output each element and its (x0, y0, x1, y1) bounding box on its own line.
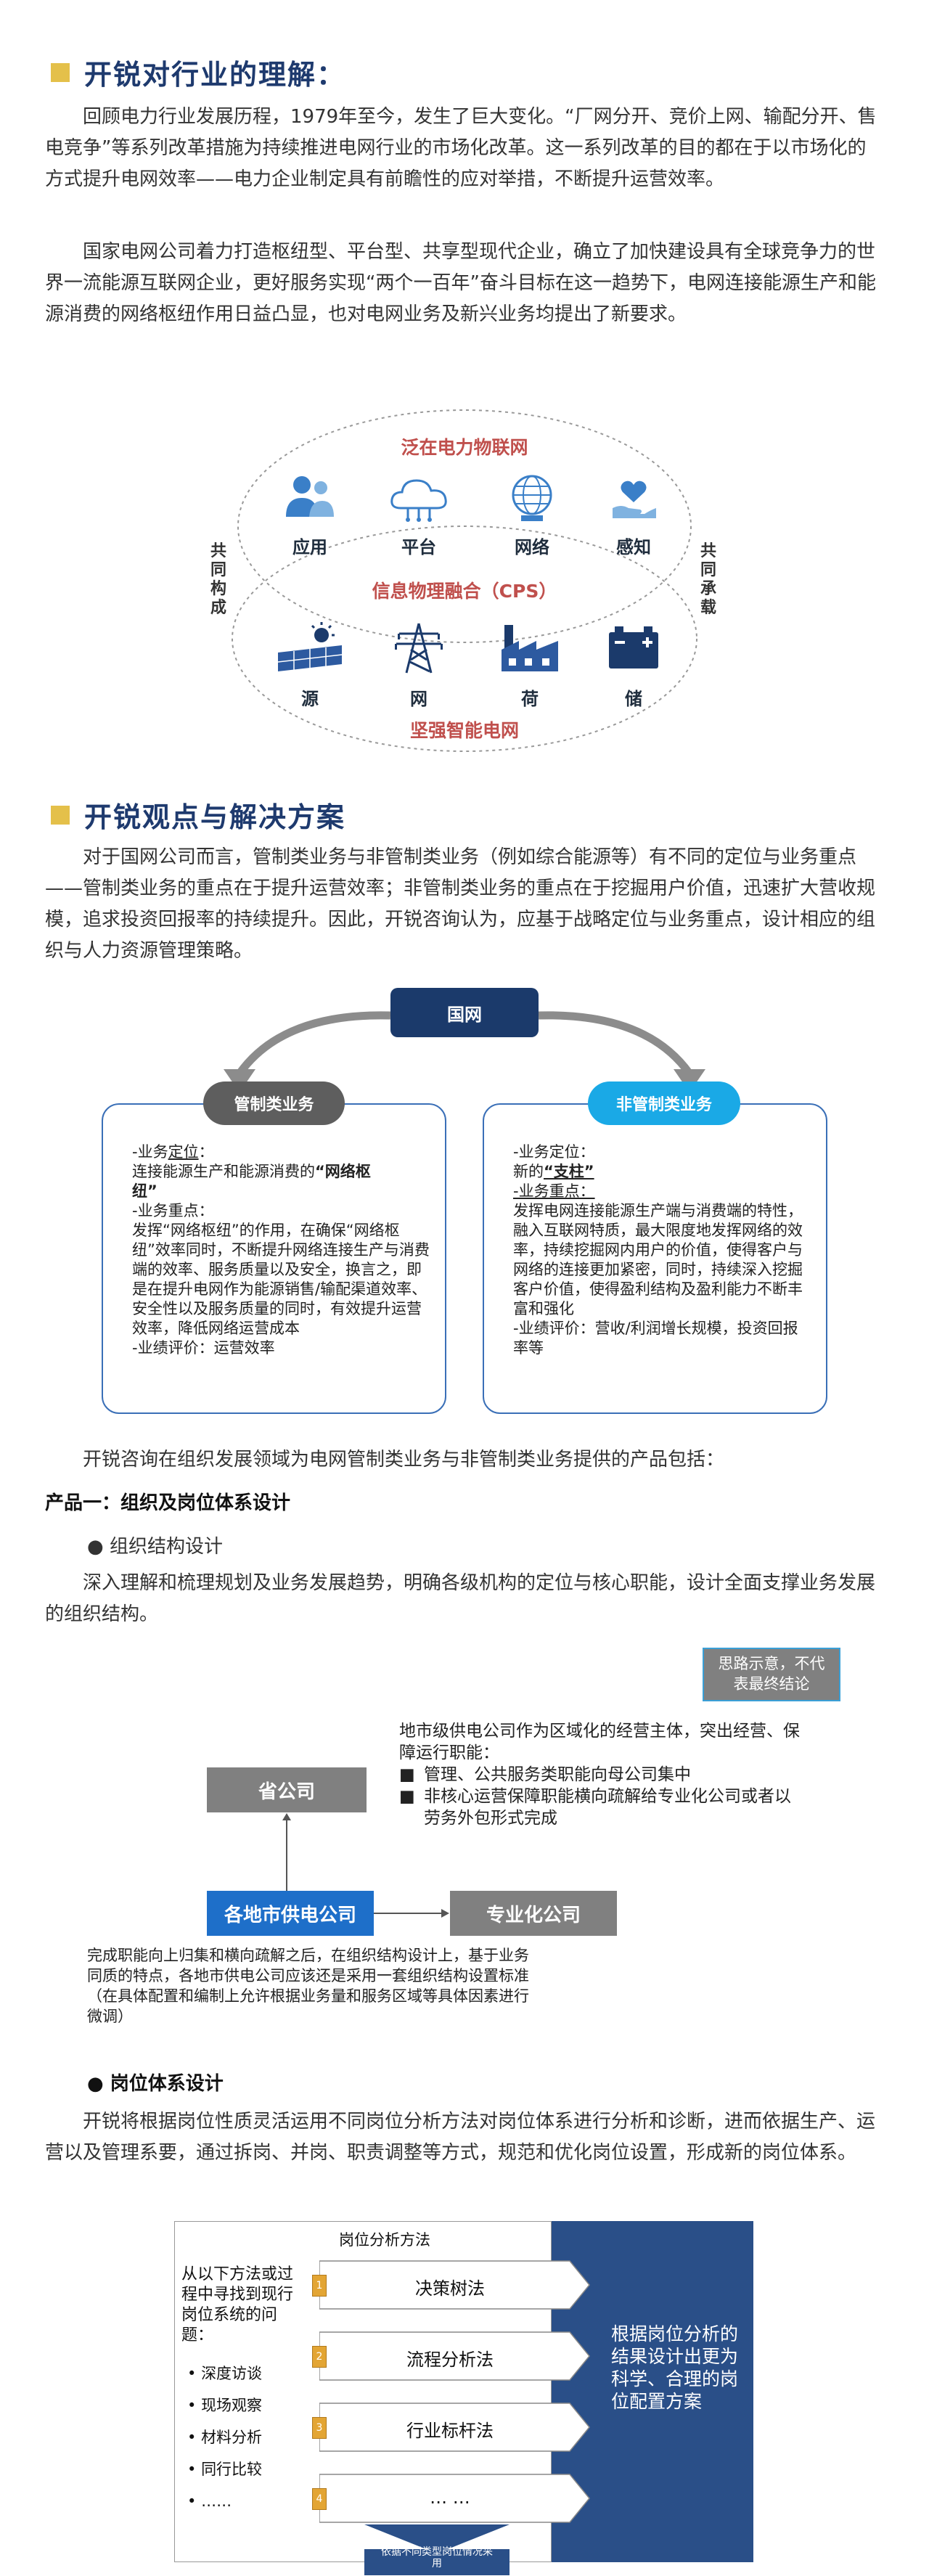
step-decision-tree: 决策树法 (415, 2278, 485, 2299)
step-number-2: 2 (312, 2346, 327, 2368)
paragraph-state-grid: 国家电网公司着力打造枢纽型、平台型、共享型现代企业，确立了加快建设具有全球竞争力… (45, 241, 876, 325)
bullet-org-structure: ● 组织结构设计 (87, 1536, 223, 1558)
paragraph-org-structure: 深入理解和梳理规划及业务发展趋势，明确各级机构的定位与核心职能，设计全面支撑业务… (45, 1572, 876, 1625)
business-diagram: 国网 -业务定位： 连接能源生产和能源消费的“网络枢 纽” -业务重点： 发挥“… (102, 984, 827, 1419)
section-title-solution: 开锐观点与解决方案 (51, 795, 345, 835)
curved-arrows (224, 1011, 705, 1092)
disclaimer-note: 思路示意，不代表最终结论 (703, 1648, 840, 1701)
step-more: … … (430, 2487, 470, 2508)
non-regulated-business-pill: 非管制类业务 (588, 1081, 740, 1125)
right-panel (552, 2221, 753, 2562)
step-process-analysis: 流程分析法 (406, 2350, 494, 2370)
step-number-3: 3 (312, 2417, 327, 2439)
paragraph-products-intro: 开锐咨询在组织发展领域为电网管制类业务与非管制类业务提供的产品包括： (83, 1449, 725, 1471)
product-one-heading: 产品一：组织及岗位体系设计 (45, 1492, 291, 1514)
cps-diagram: 泛在电力物联网 信息物理融合（CPS） 坚强智能电网 应用 平台 (210, 403, 719, 766)
icon-item-storage: 储 (594, 621, 674, 710)
heart-hand-icon (613, 481, 656, 518)
local-company-description: 地市级供电公司作为区域化的经营主体，突出经营、保障运行职能： ■管理、公共服务类… (399, 1722, 800, 1828)
org-diagram: 思路示意，不代表最终结论 省公司 各地市供电公司 专业化公司 地市级供电公司作为… (87, 1648, 856, 2040)
state-grid-box: 国网 (390, 988, 539, 1037)
globe-icon (512, 475, 552, 521)
job-analysis-diagram: 岗位分析方法 从以下方法或过程中寻找到现行岗位系统的问题： • 深度访谈 • 现… (174, 2221, 755, 2575)
title-marker (51, 805, 70, 825)
regulated-business-box: -业务定位： 连接能源生产和能源消费的“网络枢 纽” -业务重点： 发挥“网络枢… (102, 1103, 446, 1414)
problem-finding-list: 从以下方法或过程中寻找到现行岗位系统的问题： • 深度访谈 • 现场观察 • 材… (181, 2265, 294, 2510)
cloud-icon (390, 479, 447, 522)
icon-item-network: 网络 (492, 472, 572, 558)
label-cps: 信息物理融合（CPS） (372, 581, 557, 602)
paragraph-job-system: 开锐将根据岗位性质灵活运用不同岗位分析方法对岗位体系进行分析和诊断，进而依据生产… (45, 2111, 876, 2164)
icon-item-load: 荷 (490, 621, 570, 710)
icon-item-application: 应用 (270, 472, 350, 558)
methods-header: 岗位分析方法 (339, 2231, 430, 2249)
step-number-1: 1 (312, 2275, 327, 2297)
icon-item-grid: 网 (379, 621, 459, 710)
label-ubiquitous-iot: 泛在电力物联网 (401, 437, 528, 458)
section-title-industry: 开锐对行业的理解： (51, 52, 345, 92)
paragraph-history: 回顾电力行业发展历程，1979年至今，发生了巨大变化。“厂网分开、竞价上网、输配… (45, 106, 877, 190)
step-arrow-shapes (319, 2260, 590, 2523)
icon-item-source: 源 (270, 621, 350, 710)
title-marker (51, 62, 70, 82)
battery-icon (609, 626, 658, 668)
paragraph-business-types: 对于国网公司而言，管制类业务与非管制类业务（例如综合能源等）有不同的定位与业务重… (45, 846, 876, 962)
org-design-note: 完成职能向上归集和横向疏解之后，在组织结构设计上，基于业务同质的特点，各地市供电… (87, 1947, 529, 2025)
label-smart-grid: 坚强智能电网 (409, 720, 519, 741)
step-industry-benchmark: 行业标杆法 (406, 2421, 494, 2441)
people-icon (286, 476, 334, 517)
power-tower-icon (395, 623, 443, 674)
icon-item-platform: 平台 (379, 472, 459, 558)
factory-icon (502, 625, 558, 671)
vertical-label-compose: 共同构成 (210, 542, 226, 617)
solar-panel-icon (277, 622, 343, 671)
bullet-job-system: ● 岗位体系设计 (87, 2073, 224, 2095)
icon-item-sensing: 感知 (594, 472, 674, 558)
provincial-company-box: 省公司 (207, 1767, 367, 1812)
specialized-company-box: 专业化公司 (450, 1891, 617, 1936)
result-description: 根据岗位分析的结果设计出更为科学、合理的岗位配置方案 (611, 2323, 739, 2412)
ellipse-outlines (232, 409, 697, 752)
bottom-arrow-shape (364, 2524, 509, 2575)
step-number-4: 4 (312, 2488, 327, 2510)
method-usage-note: 依据不同类型岗位情况采用 (381, 2546, 493, 2569)
regulated-business-pill: 管制类业务 (203, 1081, 345, 1125)
vertical-label-carry: 共同承载 (700, 542, 716, 617)
non-regulated-business-box: -业务定位： 新的“支柱” -业务重点： 发挥电网连接能源生产端与消费端的特性，… (483, 1103, 827, 1414)
local-supply-company-box: 各地市供电公司 (207, 1891, 374, 1936)
